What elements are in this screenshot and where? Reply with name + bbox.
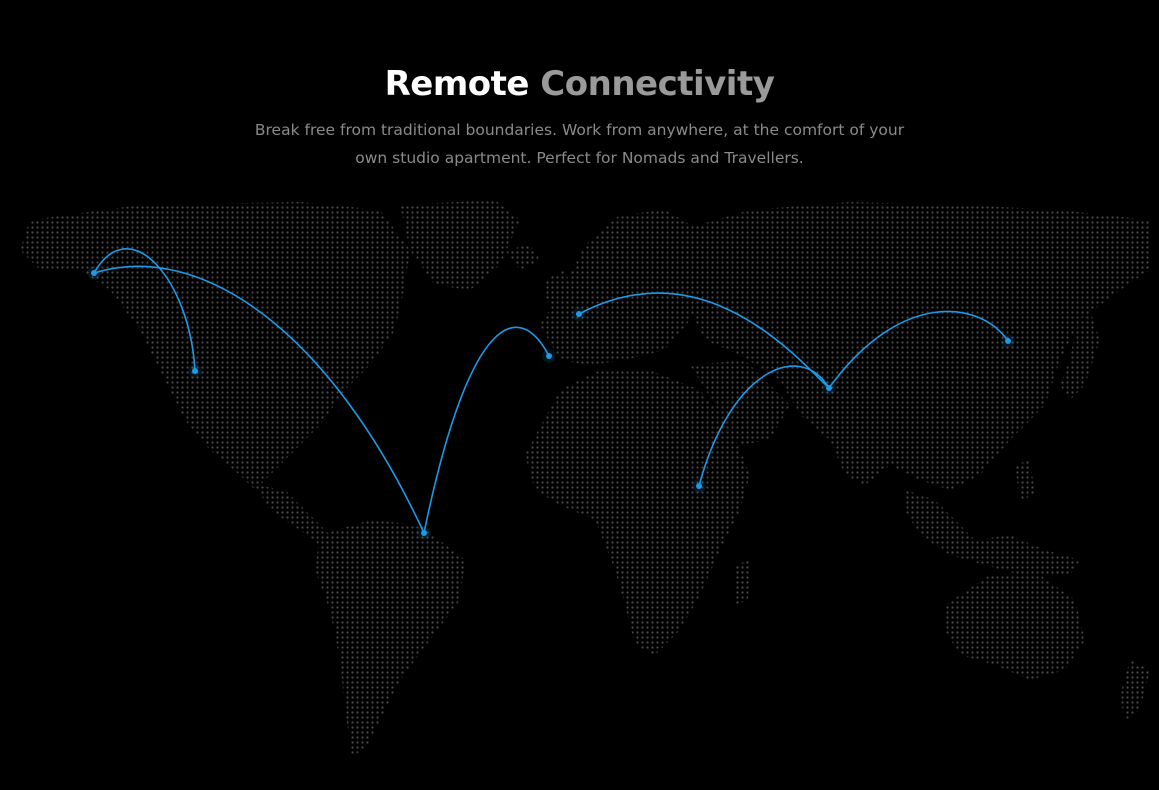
world-map-icon [0, 190, 1159, 780]
route-brazil-portugal [423, 326, 550, 534]
route-russia-china [828, 310, 1009, 389]
location-pin-icon-united-kingdom [572, 307, 586, 321]
world-map [0, 190, 1159, 780]
page-title: Remote Connectivity [0, 56, 1159, 112]
route-alaska-brazil [93, 265, 425, 534]
title-primary: Remote [384, 64, 530, 104]
route-east-africa-russia [698, 365, 830, 487]
location-pin-icon-portugal [542, 349, 556, 363]
location-pin-icon-alaska [87, 266, 101, 280]
location-pin-icon-china [1001, 334, 1015, 348]
location-pin-icon-east-africa [692, 479, 706, 493]
world-map-dots [0, 190, 1159, 780]
location-pin-icon-brazil [417, 526, 431, 540]
section-header: Remote Connectivity Break free from trad… [0, 56, 1159, 172]
location-points [87, 266, 1015, 540]
section-description: Break free from traditional boundaries. … [254, 121, 905, 167]
location-pin-icon-western-us [188, 364, 202, 378]
route-alaska-western-us [93, 248, 196, 372]
location-pin-icon-russia [822, 381, 836, 395]
title-secondary: Connectivity [540, 64, 775, 104]
connection-routes [93, 248, 1009, 534]
